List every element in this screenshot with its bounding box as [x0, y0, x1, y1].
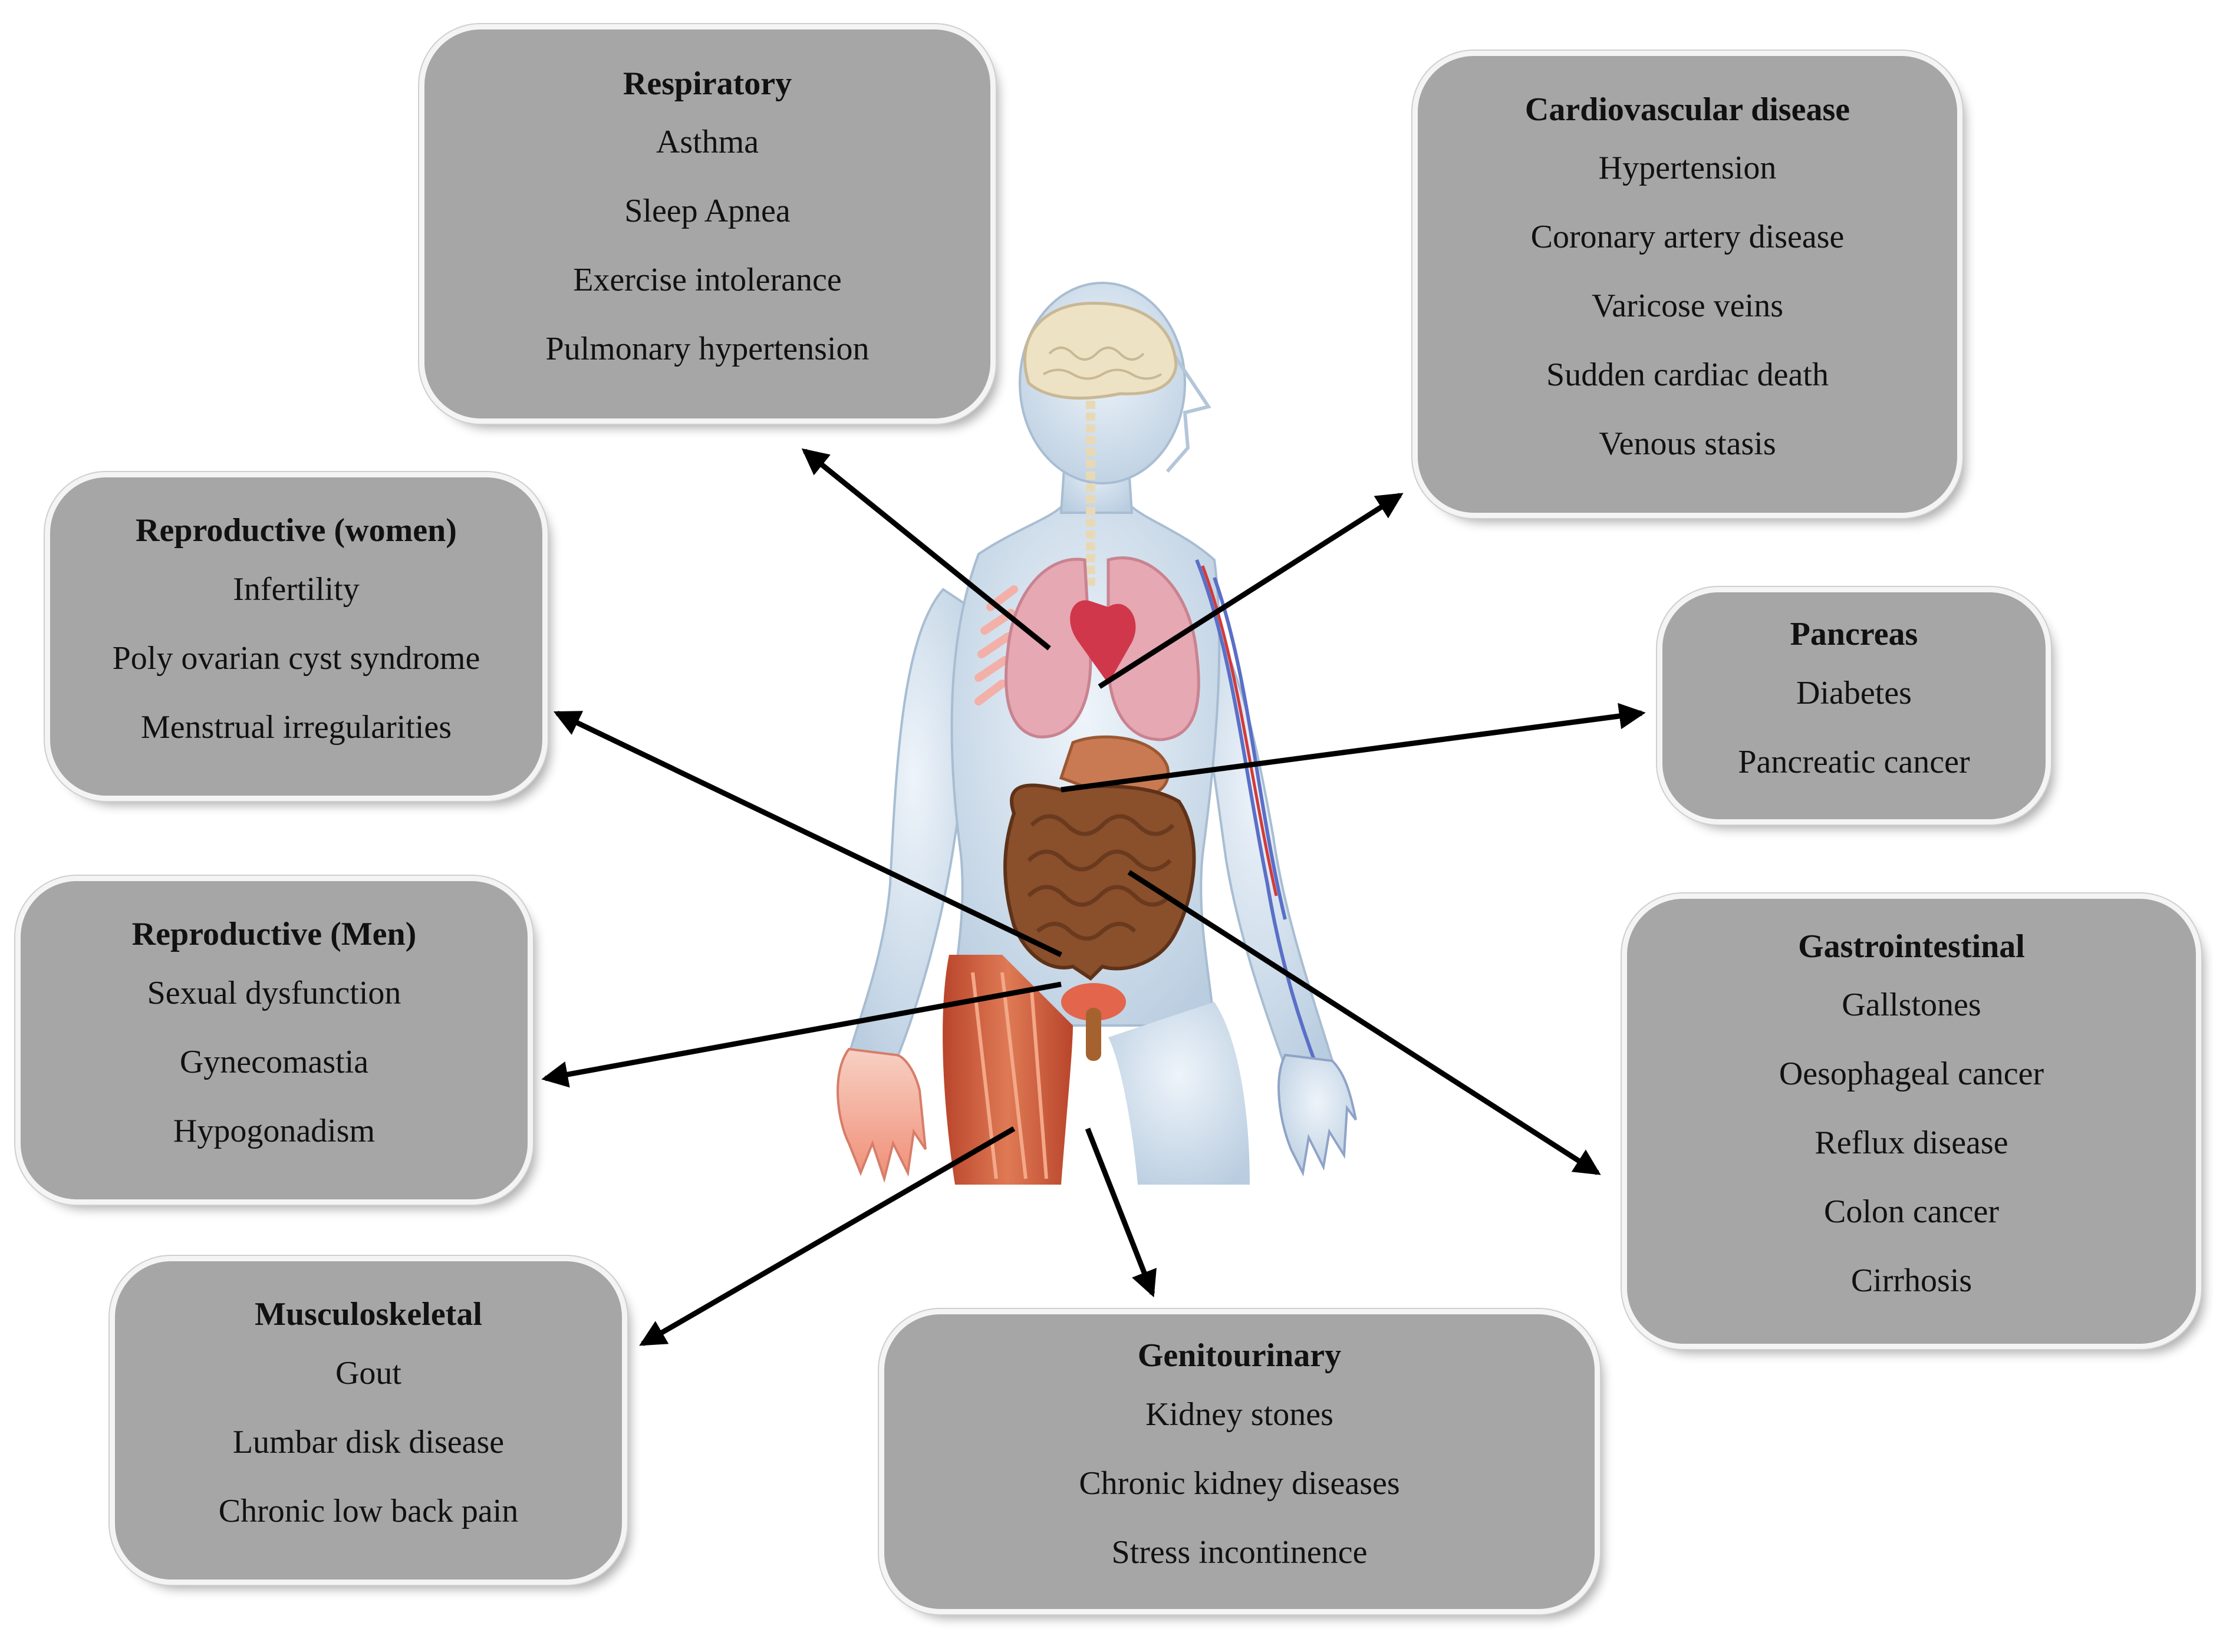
arrow-gastrointestinal: [1127, 870, 1601, 1175]
heart-shape: [1070, 600, 1136, 684]
ribs-shape: [974, 585, 1018, 705]
arrow-reproductive-men: [541, 981, 1062, 1088]
arrow-cardiovascular: [1098, 493, 1404, 689]
leg-muscle-lines-shape: [971, 972, 1048, 1179]
right-leg-shape: [1108, 1002, 1250, 1185]
left-hand-shape: [837, 1047, 927, 1183]
arrows-group: [541, 448, 1646, 1346]
blood-vessels-shape: [1195, 559, 1316, 1062]
urethra-shape: [1086, 1008, 1101, 1061]
right-hand-shape: [1277, 1053, 1357, 1177]
left-leg-muscle-shape: [943, 955, 1073, 1185]
intestines-shape: [1003, 783, 1196, 981]
intestine-coils-shape: [1027, 814, 1175, 941]
arrow-respiratory: [801, 448, 1051, 651]
bladder-shape: [1061, 983, 1126, 1021]
face-profile-shape: [1165, 352, 1211, 473]
arteries-shape: [1201, 565, 1278, 896]
right-lung-shape: [1106, 556, 1200, 741]
arrow-reproductive-women: [553, 710, 1062, 958]
brain-folds-shape: [1042, 347, 1163, 380]
arrow-musculoskeletal: [639, 1126, 1016, 1346]
arrow-pancreas: [1061, 703, 1646, 793]
human-body-anatomy-icon: [837, 282, 1357, 1185]
arrow-genitourinary: [1085, 1127, 1157, 1298]
